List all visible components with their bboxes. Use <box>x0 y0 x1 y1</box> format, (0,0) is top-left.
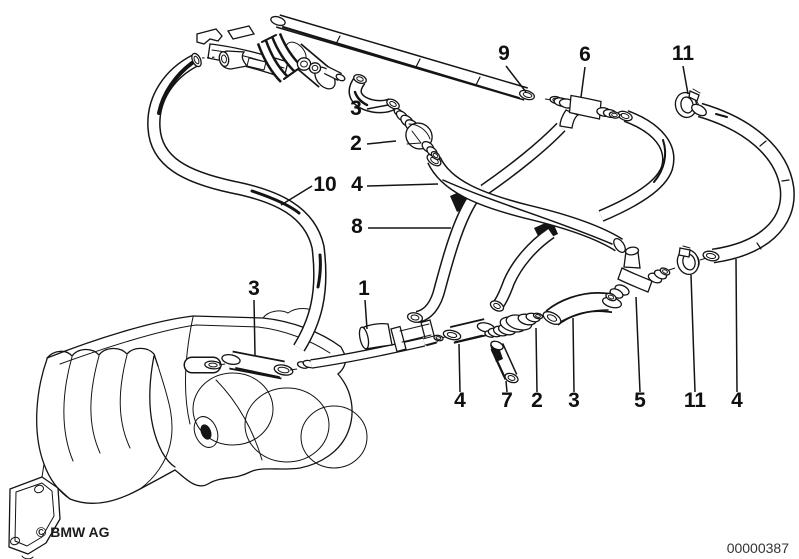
callout-8: 8 <box>351 215 363 238</box>
callout-11-bottom: 11 <box>684 389 707 412</box>
callout-5: 5 <box>634 389 646 412</box>
callout-4-bottom-right: 4 <box>731 389 743 412</box>
copyright-notice: © BMW AG <box>36 524 110 540</box>
callout-7: 7 <box>501 389 513 412</box>
clamp-11-bottom <box>676 245 706 276</box>
bracket-valve-assembly <box>196 25 346 90</box>
check-valve-2-top <box>393 107 441 160</box>
callout-3-top: 3 <box>350 97 362 120</box>
hose-7 <box>490 340 519 384</box>
callout-3-manifold: 3 <box>248 277 260 300</box>
hose-4-center <box>426 153 626 254</box>
hose-3-bottom <box>542 291 623 326</box>
t-connector-6 <box>544 94 623 129</box>
plate-number: 00000387 <box>727 540 790 556</box>
callout-1: 1 <box>358 277 370 300</box>
check-valve-2-bottom <box>484 312 548 338</box>
callout-4-bottom-left: 4 <box>454 389 466 412</box>
hose-t6-to-valve <box>489 110 675 312</box>
hose-9 <box>270 14 535 101</box>
callout-9: 9 <box>498 42 510 65</box>
t-connector-5 <box>605 246 676 302</box>
callout-4-left: 4 <box>351 173 363 196</box>
clamp-11-top <box>674 88 701 119</box>
hose-8 <box>406 122 566 324</box>
callout-3-bottom: 3 <box>568 389 580 412</box>
callout-2-top: 2 <box>350 132 362 155</box>
intake-manifold-drawing <box>8 308 368 559</box>
callout-10: 10 <box>313 173 336 196</box>
pipe-1 <box>296 319 449 369</box>
callout-labels: 3 2 10 4 8 9 6 11 3 1 4 7 2 3 5 11 4 <box>248 42 743 412</box>
callout-2-bottom: 2 <box>531 389 543 412</box>
callout-11-top: 11 <box>672 42 695 65</box>
callout-6: 6 <box>579 43 591 66</box>
hose-4-right <box>691 102 795 264</box>
hose-10 <box>147 52 327 352</box>
manifold-port-boss <box>183 356 226 374</box>
callout-leader-lines <box>253 65 738 393</box>
hose-3-manifold <box>221 350 298 380</box>
